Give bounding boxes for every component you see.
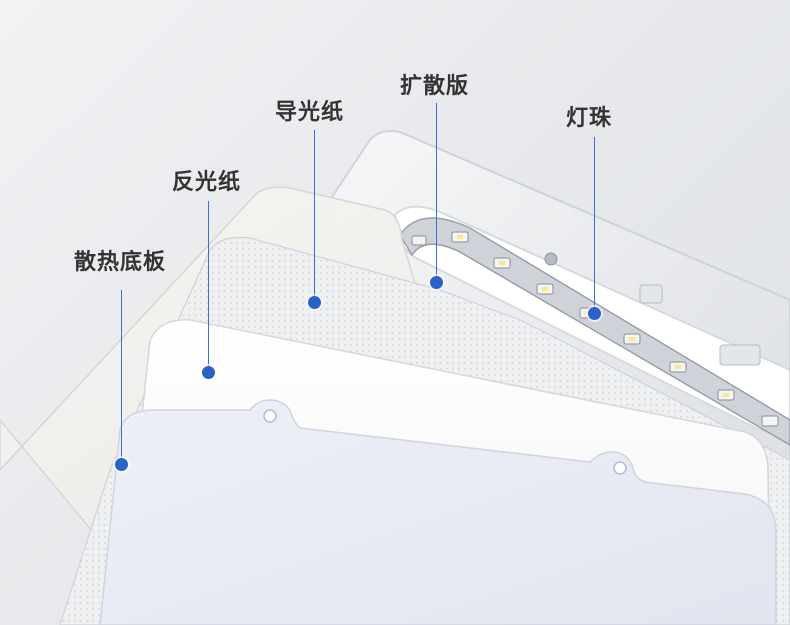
leader-line-light-guide-paper <box>314 130 315 300</box>
blue-dot-icon <box>308 296 321 309</box>
label-heat-sink-base: 散热底板 <box>74 250 167 275</box>
label-led-beads: 灯珠 <box>566 106 613 131</box>
heat-sink-base <box>99 399 777 625</box>
label-diffuser-plate: 扩散版 <box>400 74 470 99</box>
label-light-guide-paper: 导光纸 <box>275 100 345 125</box>
leader-line-diffuser-plate <box>436 103 437 281</box>
leader-line-reflective-paper <box>208 201 209 371</box>
led-strip <box>399 217 790 446</box>
leader-line-led-beads <box>594 137 595 311</box>
leader-line-heat-sink-base <box>121 290 122 462</box>
blue-dot-icon <box>588 307 601 320</box>
blue-dot-icon <box>202 366 215 379</box>
blue-dot-icon <box>430 276 443 289</box>
label-reflective-paper: 反光纸 <box>172 170 242 195</box>
blue-dot-icon <box>115 458 128 471</box>
